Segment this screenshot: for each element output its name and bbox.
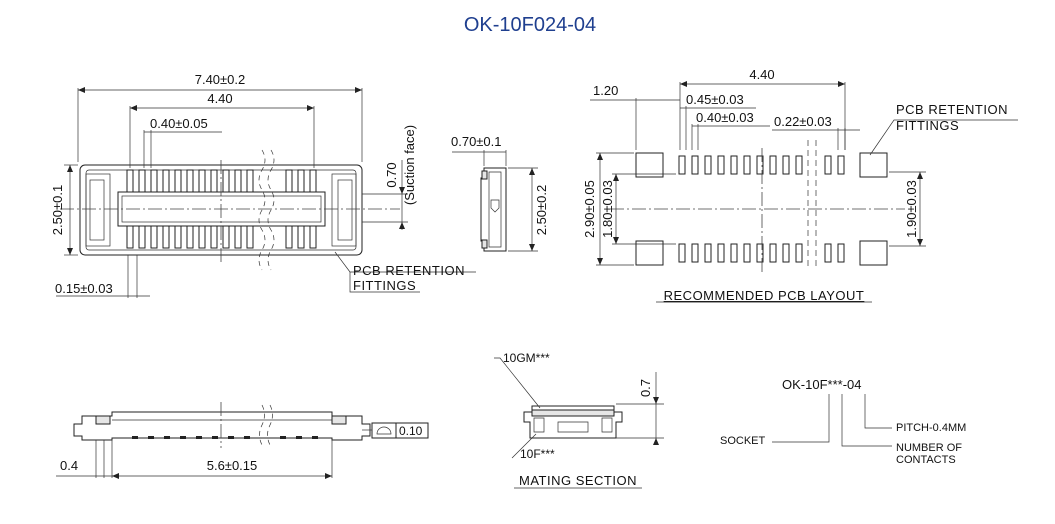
socket-label: SOCKET: [720, 435, 766, 447]
front-view: 0.10 0.4 5.6±0.15: [56, 402, 429, 479]
dim-overall-width: 7.40±0.2: [195, 72, 246, 87]
dim-suction: 0.70: [384, 162, 399, 187]
top-view: 7.40±0.2 4.40 0.40±0.05 2.50±0.1 0.70 (S…: [50, 72, 476, 298]
pitch-label: PITCH-0.4MM: [896, 422, 966, 434]
pcb-layout-caption: RECOMMENDED PCB LAYOUT: [664, 288, 865, 303]
retention-note-pcb-2: FITTINGS: [896, 118, 959, 133]
drawing-title: OK-10F024-04: [464, 14, 596, 36]
dim-height: 2.50±0.1: [50, 185, 65, 236]
dim-pcb-fitting-width: 0.22±0.03: [774, 114, 832, 129]
mating-lower-label: 10F***: [520, 447, 555, 461]
dim-mating-height: 0.7: [638, 379, 653, 397]
dim-pitch: 0.40±0.05: [150, 116, 208, 131]
retention-note-top-1: PCB RETENTION: [353, 263, 465, 278]
part-code: OK-10F***-04 SOCKET NUMBER OF CONTACTS P…: [720, 377, 966, 466]
dim-pcb-pad-pitch: 0.40±0.03: [696, 110, 754, 125]
side-view: 0.70±0.1 2.50±0.2: [451, 134, 549, 252]
contacts-label-2: CONTACTS: [896, 454, 956, 466]
dim-front-edge: 0.4: [60, 458, 78, 473]
mating-section: 10GM*** 10F*** 0.7 MATING SECTION: [494, 351, 664, 489]
retention-note-pcb-1: PCB RETENTION: [896, 102, 1008, 117]
dim-fitting-span: 4.40: [207, 91, 232, 106]
contacts-label-1: NUMBER OF: [896, 442, 962, 454]
part-code-text: OK-10F***-04: [782, 377, 861, 392]
dim-front-length: 5.6±0.15: [207, 458, 258, 473]
dim-side-height: 2.50±0.2: [534, 185, 549, 236]
dim-pcb-pad-width: 0.45±0.03: [686, 92, 744, 107]
flatness-value: 0.10: [399, 424, 423, 438]
mating-caption: MATING SECTION: [519, 473, 637, 488]
dim-pcb-span: 4.40: [749, 67, 774, 82]
dim-side-thickness: 0.70±0.1: [451, 134, 502, 149]
suction-face-note: (Suction face): [402, 125, 417, 205]
dim-pcb-fitting-height: 1.90±0.03: [904, 180, 919, 238]
retention-note-top-2: FITTINGS: [353, 278, 416, 293]
dim-pcb-inner-height: 1.80±0.03: [600, 180, 615, 238]
pcb-layout: 4.40 1.20 0.45±0.03 0.40±0.03 0.22±0.03 …: [582, 67, 1018, 303]
dim-pcb-outer-height: 2.90±0.05: [582, 180, 597, 238]
dim-pcb-outer-offset: 1.20: [593, 83, 618, 98]
dim-offset: 0.15±0.03: [55, 281, 113, 296]
mating-upper-label: 10GM***: [503, 351, 550, 365]
